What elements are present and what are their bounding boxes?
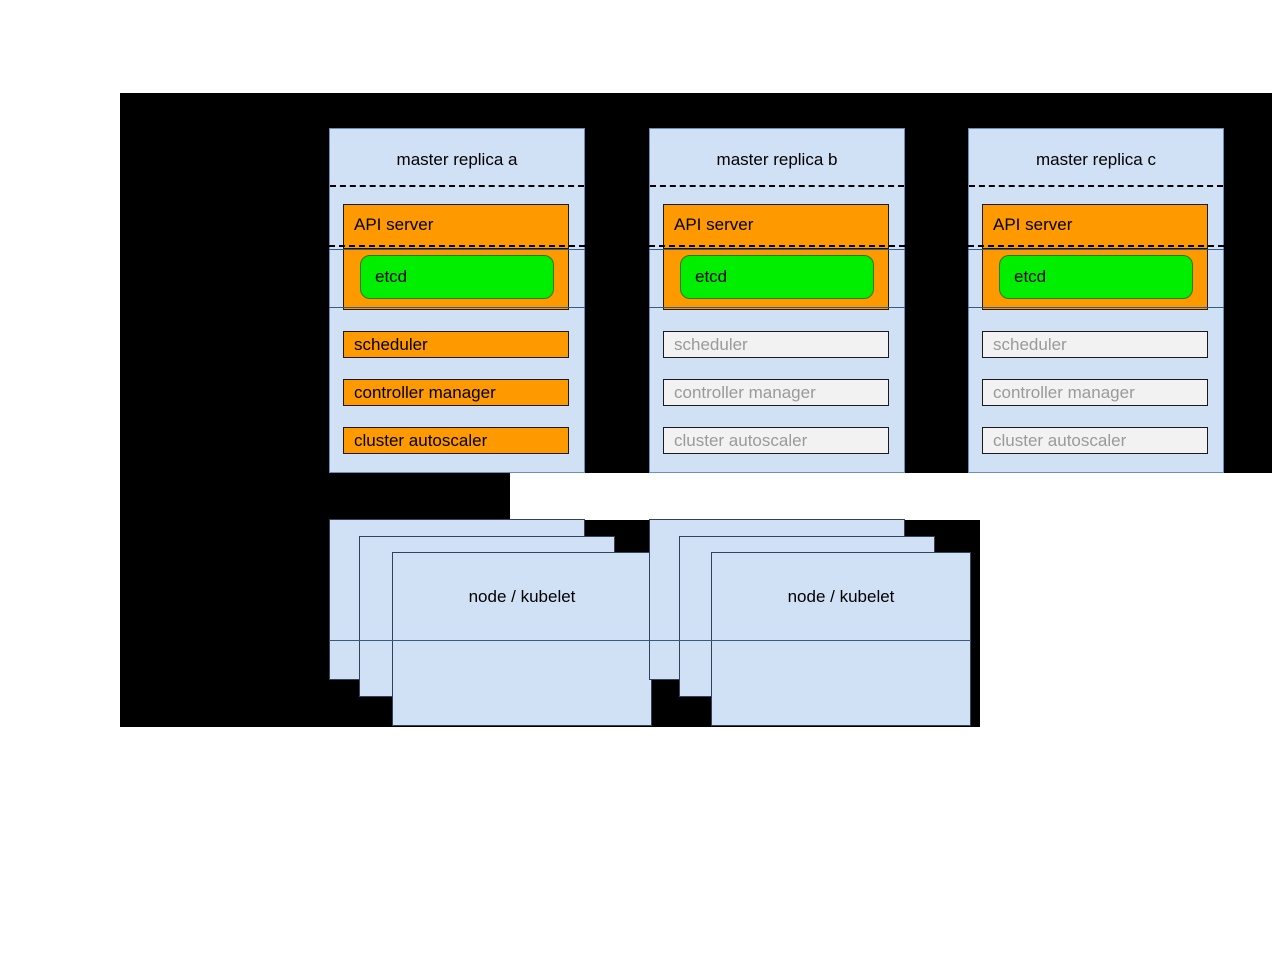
node-group-1-stack-front[interactable]: node / kubelet — [392, 552, 652, 726]
replica-b-etcd-label: etcd — [695, 267, 728, 286]
backdrop-gap — [510, 482, 1280, 520]
replica-c-etcd-label: etcd — [1014, 267, 1047, 286]
master-replica-c-title: master replica c — [1036, 150, 1156, 169]
replica-b-divider-top — [650, 185, 904, 187]
replica-a-cluster-autoscaler[interactable]: cluster autoscaler — [343, 427, 569, 454]
replica-a-cluster-autoscaler-label: cluster autoscaler — [354, 430, 488, 450]
replica-a-controller-manager[interactable]: controller manager — [343, 379, 569, 406]
replica-c-divider-top — [969, 185, 1223, 187]
master-replica-a-title: master replica a — [396, 150, 518, 169]
master-replica-b-title: master replica b — [716, 150, 838, 169]
node-group-2-label: node / kubelet — [787, 587, 895, 606]
replica-c-cluster-autoscaler-label: cluster autoscaler — [993, 430, 1127, 450]
replica-a-scheduler-label: scheduler — [354, 334, 428, 354]
replica-c-api-server-label: API server — [993, 215, 1073, 234]
replica-a-etcd-label: etcd — [375, 267, 408, 286]
replica-b-api-server-label: API server — [674, 215, 754, 234]
replica-c-controller-manager[interactable]: controller manager — [982, 379, 1208, 406]
replica-b-etcd[interactable]: etcd — [680, 255, 874, 299]
replica-b-scheduler[interactable]: scheduler — [663, 331, 889, 358]
replica-b-controller-manager-label: controller manager — [674, 382, 816, 402]
replica-c-scheduler-label: scheduler — [993, 334, 1067, 354]
replica-a-hairline-2 — [329, 307, 585, 308]
replica-a-hairline-1 — [329, 249, 585, 250]
replica-c-cluster-autoscaler[interactable]: cluster autoscaler — [982, 427, 1208, 454]
replica-a-divider-api — [329, 245, 585, 247]
node-group-2-stack-front[interactable]: node / kubelet — [711, 552, 971, 726]
replica-c-hairline-1 — [968, 249, 1224, 250]
node-group-1-label: node / kubelet — [468, 587, 576, 606]
replica-a-controller-manager-label: controller manager — [354, 382, 496, 402]
replica-c-hairline-2 — [968, 307, 1224, 308]
replica-a-api-server-label: API server — [354, 215, 434, 234]
replica-b-cluster-autoscaler[interactable]: cluster autoscaler — [663, 427, 889, 454]
node-group-1-hairline — [329, 640, 652, 641]
replica-c-scheduler[interactable]: scheduler — [982, 331, 1208, 358]
replica-b-cluster-autoscaler-label: cluster autoscaler — [674, 430, 808, 450]
replica-c-controller-manager-label: controller manager — [993, 382, 1135, 402]
replica-b-scheduler-label: scheduler — [674, 334, 748, 354]
replica-c-etcd[interactable]: etcd — [999, 255, 1193, 299]
replica-a-etcd[interactable]: etcd — [360, 255, 554, 299]
replica-a-divider-top — [330, 185, 584, 187]
node-group-2-hairline — [649, 640, 971, 641]
replica-c-divider-api — [968, 245, 1224, 247]
replica-a-scheduler[interactable]: scheduler — [343, 331, 569, 358]
replica-b-controller-manager[interactable]: controller manager — [663, 379, 889, 406]
replica-b-hairline-2 — [649, 307, 905, 308]
replica-b-hairline-1 — [649, 249, 905, 250]
replica-b-divider-api — [649, 245, 905, 247]
